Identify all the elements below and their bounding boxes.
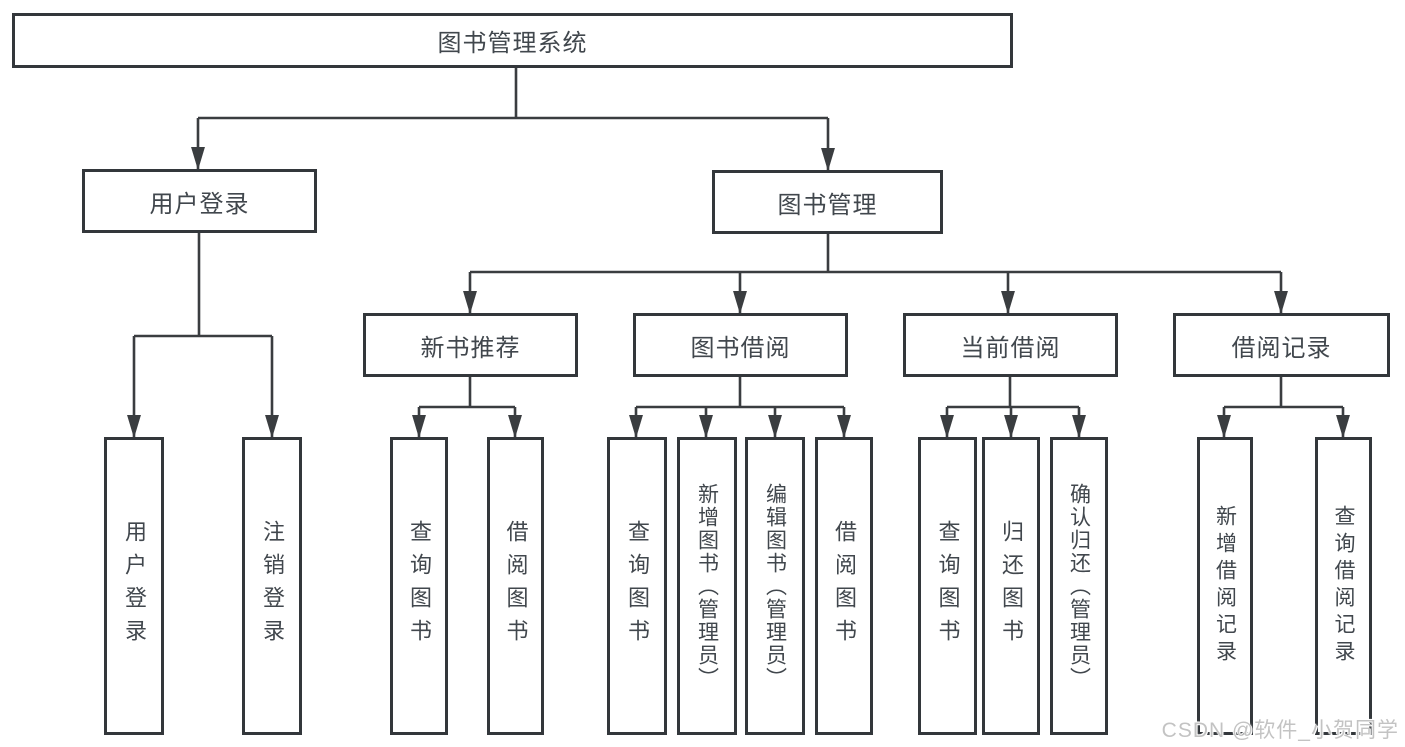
node-query-borrow-record: 查询借阅记录	[1315, 437, 1372, 735]
node-label: 查询图书	[935, 520, 961, 652]
node-label: 借阅记录	[1231, 334, 1332, 362]
node-label: 借阅图书	[503, 520, 529, 652]
node-label: 查询图书	[625, 520, 650, 652]
node-label: 图书管理	[777, 191, 878, 219]
node-borrow-books-recommend: 借阅图书	[487, 437, 544, 735]
node-label: 图书借阅	[690, 334, 791, 362]
csdn-watermark: CSDN @软件_小贺同学	[1161, 719, 1399, 742]
node-current-borrow: 当前借阅	[903, 313, 1118, 377]
node-edit-books-admin: 编辑图书（管理员）	[745, 437, 805, 735]
node-book-borrow: 图书借阅	[633, 313, 848, 377]
node-label: 新书推荐	[420, 334, 521, 362]
node-label: 新增图书（管理员）	[695, 482, 719, 690]
node-label: 当前借阅	[960, 334, 1061, 362]
node-label: 确认归还（管理员）	[1067, 482, 1091, 690]
node-leaf-logout: 注销登录	[242, 437, 302, 735]
node-label: 新增借阅记录	[1213, 505, 1237, 667]
node-label: 借阅图书	[832, 520, 857, 652]
node-add-borrow-record: 新增借阅记录	[1197, 437, 1253, 735]
node-label: 注销登录	[260, 520, 285, 652]
node-new-book-recommend: 新书推荐	[363, 313, 578, 377]
node-book-management: 图书管理	[712, 170, 943, 234]
node-leaf-user-login: 用户登录	[104, 437, 164, 735]
node-label: 图书管理系统	[437, 30, 588, 57]
node-label: 查询借阅记录	[1332, 505, 1355, 667]
node-query-books-borrow: 查询图书	[607, 437, 667, 735]
node-borrow-records: 借阅记录	[1173, 313, 1390, 377]
node-label: 用户登录	[122, 520, 147, 652]
node-library-management-system: 图书管理系统	[12, 13, 1013, 68]
node-label: 归还图书	[999, 520, 1024, 652]
node-add-books-admin: 新增图书（管理员）	[677, 437, 737, 735]
node-user-login: 用户登录	[82, 169, 317, 233]
node-borrow-books: 借阅图书	[815, 437, 873, 735]
node-label: 查询图书	[407, 520, 432, 652]
node-label: 用户登录	[149, 190, 250, 218]
node-label: 编辑图书（管理员）	[763, 482, 787, 690]
node-query-books-recommend: 查询图书	[390, 437, 448, 735]
node-return-books: 归还图书	[982, 437, 1040, 735]
node-query-books-current: 查询图书	[918, 437, 977, 735]
node-confirm-return-admin: 确认归还（管理员）	[1050, 437, 1108, 735]
